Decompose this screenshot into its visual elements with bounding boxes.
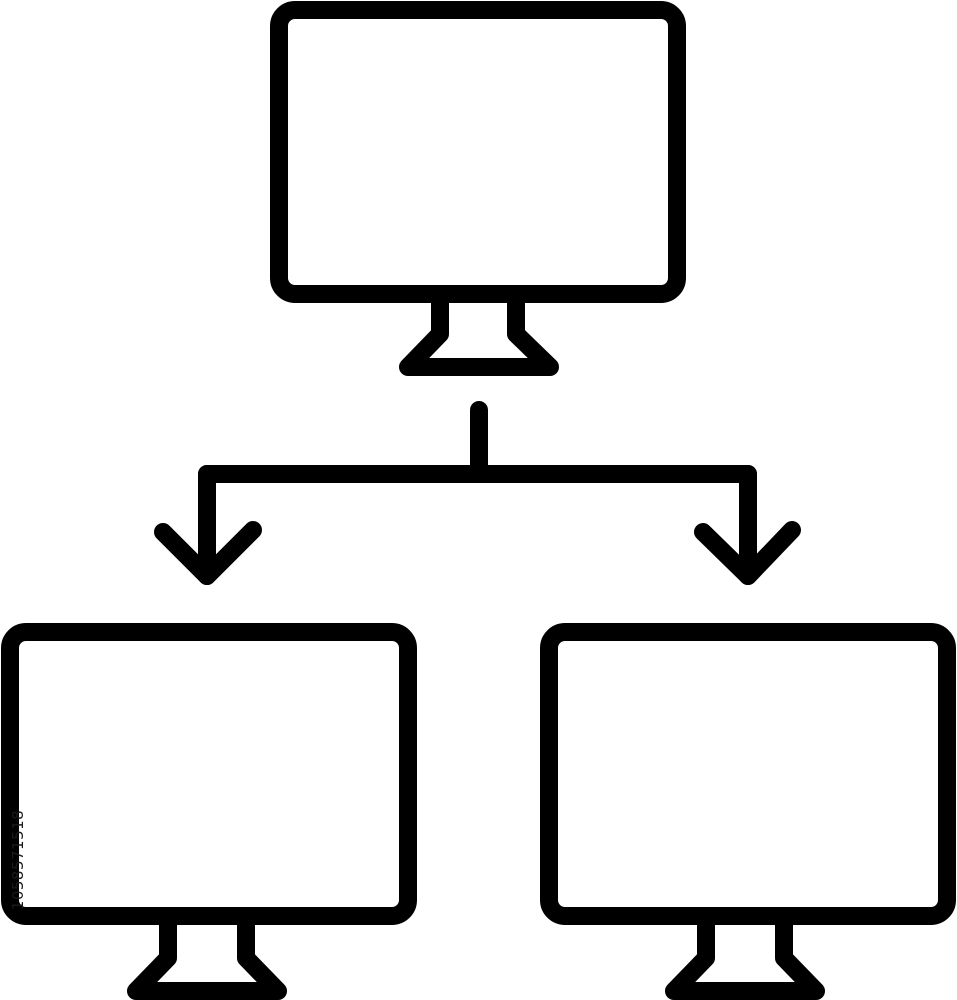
monitor-stand-bottom-left	[127, 916, 287, 1000]
arrow-down-icon-right	[694, 521, 801, 585]
monitor-screen-bottom-right	[540, 623, 956, 925]
monitor-stand-bottom-right	[665, 916, 825, 1000]
connector	[198, 401, 757, 585]
monitor-icon-top	[270, 1, 686, 376]
monitor-icon-bottom-right	[540, 623, 956, 1000]
monitor-screen-bottom-left	[1, 623, 417, 925]
monitor-icon-bottom-left	[1, 623, 417, 1000]
arrow-down-icon-left	[154, 521, 262, 585]
monitor-stand-top	[399, 294, 559, 376]
monitor-screen-top	[270, 1, 686, 303]
